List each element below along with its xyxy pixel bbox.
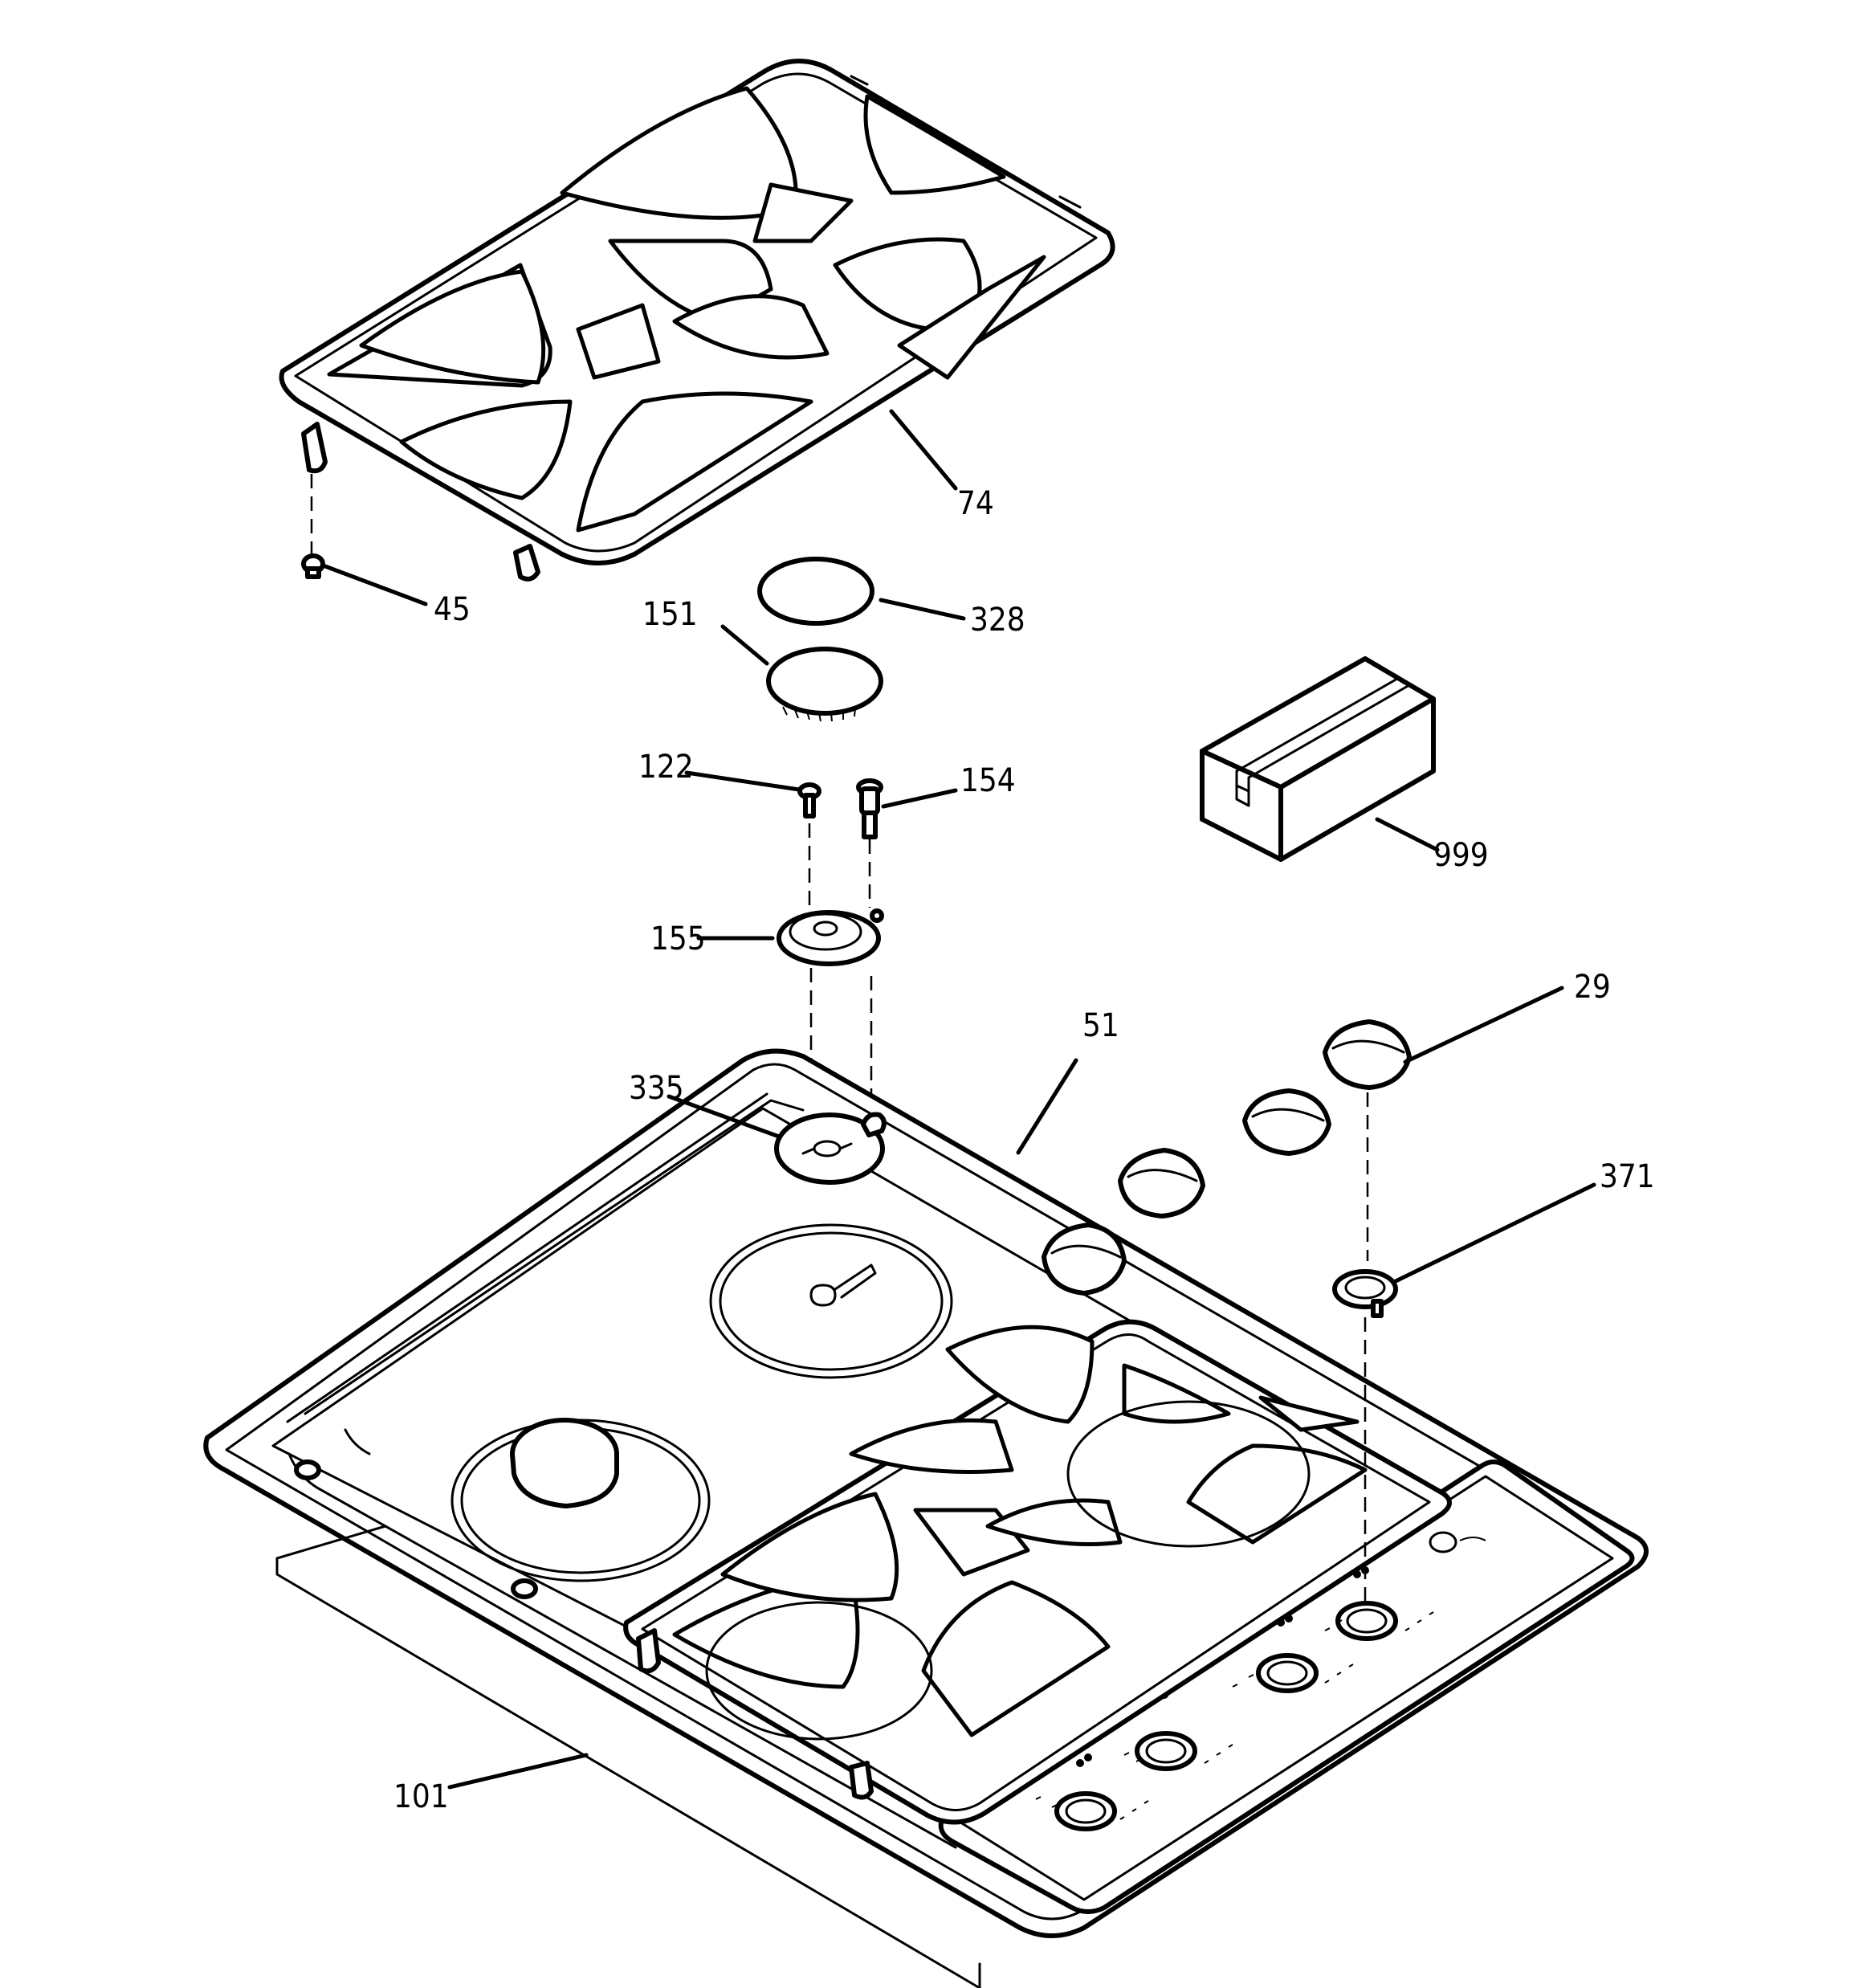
callout-74: 74 [957, 485, 994, 522]
part-154-electrode [856, 778, 883, 908]
part-328-burner-cap [757, 557, 874, 626]
part-371-bezel-ring [1332, 1269, 1398, 1606]
part-122-screw [797, 782, 821, 908]
callout-154: 154 [960, 762, 1016, 799]
callout-328: 328 [970, 602, 1025, 639]
callout-101: 101 [393, 1778, 449, 1815]
callout-999: 999 [1433, 837, 1489, 874]
callout-155: 155 [650, 921, 706, 957]
leader-lines [323, 409, 1596, 1790]
part-151-burner-cap [766, 647, 883, 722]
part-51-cooktop [203, 1048, 1649, 1938]
callout-335: 335 [629, 1070, 684, 1107]
callout-151: 151 [642, 596, 698, 633]
callout-371: 371 [1600, 1158, 1655, 1195]
part-101-gasket [275, 1525, 981, 1988]
callout-51: 51 [1082, 1007, 1119, 1044]
part-155-burner-head [777, 908, 884, 1108]
part-45-screw [301, 474, 325, 579]
part-29-control-knobs [1242, 1019, 1412, 1261]
part-335-flame-spreader [774, 1112, 887, 1185]
callout-45: 45 [434, 591, 471, 628]
callout-29: 29 [1574, 969, 1611, 1006]
callout-122: 122 [638, 749, 694, 786]
callout-labels: 74 45 328 151 122 154 999 155 29 51 335 … [393, 485, 1655, 1815]
part-999-box [1200, 656, 1436, 862]
part-74-burner-grate [279, 59, 1115, 582]
